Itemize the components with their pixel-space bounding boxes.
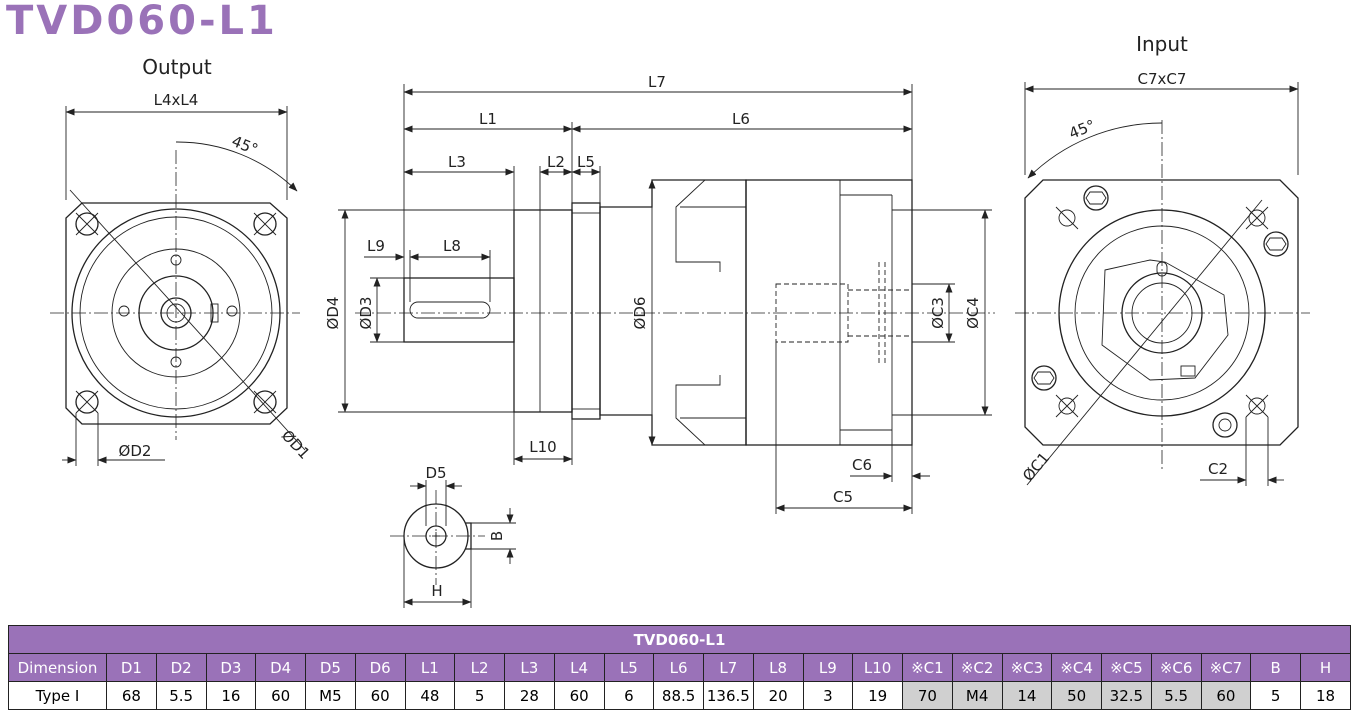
angle-45-input: 45°: [1066, 116, 1097, 143]
table-cell: 19: [852, 681, 903, 710]
header-cell: H: [1300, 653, 1351, 682]
dim-l7: L7: [648, 73, 666, 91]
table-cell: M4: [951, 681, 1003, 710]
header-cell: D2: [155, 653, 207, 682]
dim-d1: ØD1: [278, 426, 314, 462]
table-cell: 60: [553, 681, 605, 710]
table-header-row: Dimension D1 D2 D3 D4 D5 D6 L1 L2 L3 L4 …: [8, 653, 1351, 682]
dim-c1: ØC1: [1019, 449, 1053, 485]
dim-c7xc7: C7xC7: [1138, 70, 1187, 88]
dim-c3: ØC3: [929, 297, 947, 329]
header-cell: ※C4: [1051, 653, 1102, 682]
dim-l2: L2: [547, 153, 565, 171]
table-cell: 50: [1051, 681, 1102, 710]
angle-45-output: 45°: [229, 132, 260, 159]
header-cell: D1: [106, 653, 157, 682]
table-cell: 60: [255, 681, 306, 710]
dim-l6: L6: [732, 110, 750, 128]
dim-d6: ØD6: [631, 297, 649, 330]
header-cell: B: [1250, 653, 1301, 682]
header-cell: D5: [305, 653, 356, 682]
header-cell: L3: [504, 653, 555, 682]
dim-l9: L9: [367, 237, 385, 255]
header-cell: ※C3: [1001, 653, 1053, 682]
dim-l4xl4: L4xL4: [154, 91, 199, 109]
table-cell: 136.5: [703, 681, 754, 710]
output-view-label: Output: [142, 55, 212, 79]
dim-l5: L5: [577, 153, 595, 171]
table-cell: 20: [752, 681, 804, 710]
dim-l3: L3: [448, 153, 466, 171]
side-view: L7 L1 L6 L3 L2 L5 L9 L8 ØD4 ØD3 ØD6: [324, 73, 995, 514]
table-cell: 5: [1250, 681, 1301, 710]
header-cell: L4: [553, 653, 605, 682]
header-cell: L8: [752, 653, 804, 682]
dim-d2: ØD2: [119, 442, 152, 460]
header-cell: L1: [404, 653, 456, 682]
table-cell: 3: [802, 681, 854, 710]
header-cell: L7: [703, 653, 754, 682]
table-cell: 88.5: [653, 681, 704, 710]
dim-c4: ØC4: [964, 297, 982, 329]
table-cell: M5: [305, 681, 356, 710]
header-cell: ※C2: [951, 653, 1003, 682]
table-cell: 70: [902, 681, 953, 710]
header-cell: L5: [603, 653, 655, 682]
table-cell: 60: [354, 681, 406, 710]
input-view: Input C7xC7 45°: [1015, 32, 1310, 486]
dim-c5: C5: [833, 488, 853, 506]
dim-d5: D5: [425, 464, 446, 482]
dim-c2: C2: [1208, 460, 1228, 478]
table-title: TVD060-L1: [8, 625, 1351, 654]
dim-d3: ØD3: [357, 297, 375, 330]
table-cell: 32.5: [1101, 681, 1152, 710]
dim-c6: C6: [852, 456, 872, 474]
output-view: Output L4xL4 45° ØD1: [50, 55, 313, 466]
header-cell: Dimension: [8, 653, 107, 682]
table-cell: 68: [106, 681, 157, 710]
header-cell: L9: [802, 653, 854, 682]
table-cell: 28: [504, 681, 555, 710]
header-cell: L2: [454, 653, 505, 682]
header-cell: ※C1: [902, 653, 953, 682]
table-row: Type I 68 5.5 16 60 M5 60 48 5 28 60 6 8…: [8, 681, 1351, 710]
table-cell: 5: [454, 681, 505, 710]
table-cell: Type I: [8, 681, 107, 710]
header-cell: D6: [354, 653, 406, 682]
input-view-label: Input: [1136, 32, 1188, 56]
shaft-section-view: D5 B H: [390, 464, 516, 608]
dim-b: B: [488, 531, 506, 541]
table-title-row: TVD060-L1: [8, 625, 1351, 654]
gearbox-technical-drawing: Output L4xL4 45° ØD1: [50, 32, 1310, 608]
dim-h: H: [431, 582, 442, 600]
table-cell: 18: [1300, 681, 1351, 710]
table-cell: 14: [1001, 681, 1053, 710]
header-cell: ※C7: [1200, 653, 1252, 682]
table-cell: 5.5: [155, 681, 207, 710]
dim-l8: L8: [443, 237, 461, 255]
dim-l1: L1: [479, 110, 497, 128]
dim-l10: L10: [529, 438, 556, 456]
header-cell: ※C5: [1101, 653, 1152, 682]
table-cell: 5.5: [1150, 681, 1202, 710]
header-cell: D4: [255, 653, 306, 682]
page-title: TVD060-L1: [6, 0, 278, 44]
header-cell: D3: [205, 653, 257, 682]
header-cell: L6: [653, 653, 704, 682]
table-cell: 48: [404, 681, 456, 710]
header-cell: ※C6: [1150, 653, 1202, 682]
table-cell: 16: [205, 681, 257, 710]
table-cell: 60: [1200, 681, 1252, 710]
spec-table: TVD060-L1 Dimension D1 D2 D3 D4 D5 D6 L1…: [8, 625, 1351, 710]
header-cell: L10: [852, 653, 903, 682]
dim-d4: ØD4: [324, 297, 342, 330]
table-cell: 6: [603, 681, 655, 710]
